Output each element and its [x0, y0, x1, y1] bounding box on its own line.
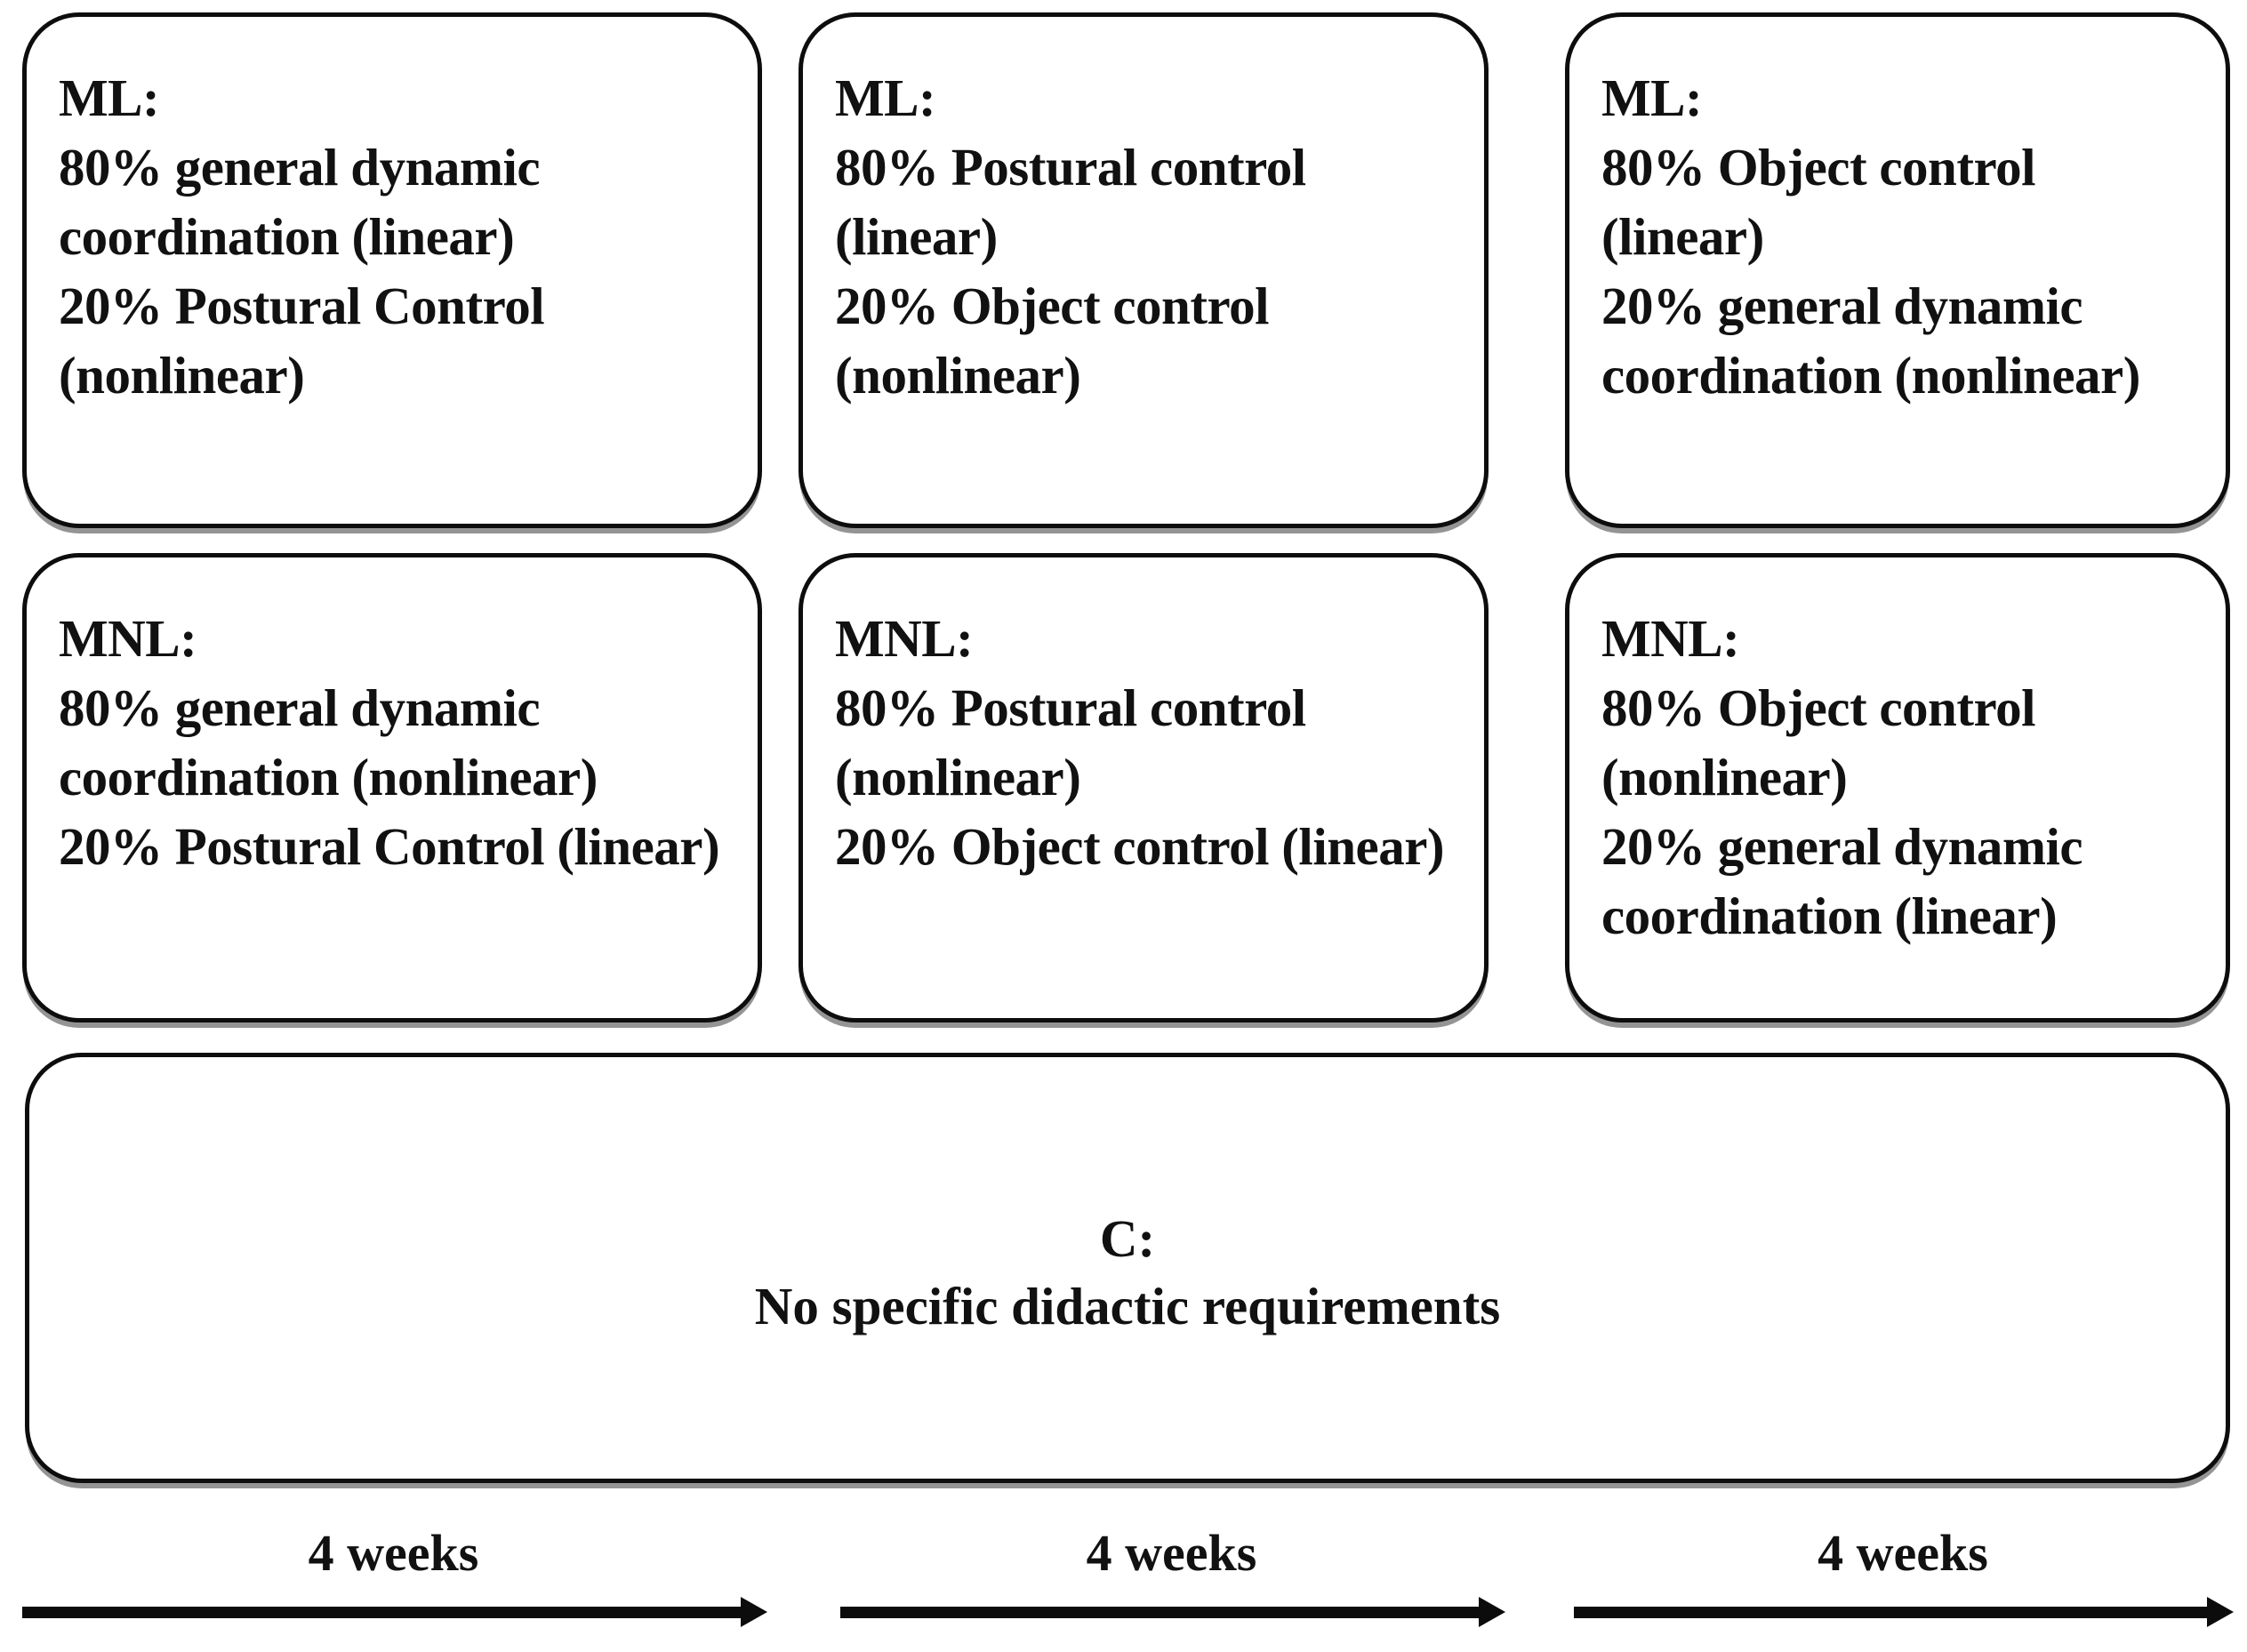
ml-period-3-box: ML: 80% Object control (linear) 20% gene…	[1565, 12, 2230, 528]
ml-period-1-text: ML: 80% general dynamic coordination (li…	[59, 68, 545, 405]
ml-period-3-text: ML: 80% Object control (linear) 20% gene…	[1601, 68, 2140, 405]
arrow-head	[741, 1597, 767, 1627]
timeline-right-arrow-icon-2	[840, 1597, 1505, 1627]
arrow-shaft	[1574, 1607, 2211, 1618]
mnl-period-2-text: MNL: 80% Postural control (nonlinear) 20…	[835, 609, 1445, 876]
timeline-label-period-2: 4 weeks	[1086, 1524, 1257, 1582]
ml-period-1-box: ML: 80% general dynamic coordination (li…	[22, 12, 762, 528]
mnl-period-3-text: MNL: 80% Object control (nonlinear) 20% …	[1601, 609, 2083, 945]
mnl-period-1-box: MNL: 80% general dynamic coordination (n…	[22, 553, 762, 1022]
timeline-right-arrow-icon-3	[1574, 1597, 2234, 1627]
ml-period-2-box: ML: 80% Postural control (linear) 20% Ob…	[798, 12, 1489, 528]
timeline-label-period-1: 4 weeks	[308, 1524, 479, 1582]
control-group-text: C: No specific didactic requirements	[754, 1209, 1501, 1335]
mnl-period-1-text: MNL: 80% general dynamic coordination (n…	[59, 609, 720, 876]
mnl-period-2-box: MNL: 80% Postural control (nonlinear) 20…	[798, 553, 1489, 1022]
arrow-shaft	[840, 1607, 1482, 1618]
control-group-box: C: No specific didactic requirements	[25, 1053, 2230, 1483]
arrow-shaft	[22, 1607, 744, 1618]
timeline-right-arrow-icon-1	[22, 1597, 767, 1627]
arrow-head	[2207, 1597, 2234, 1627]
timeline-label-period-3: 4 weeks	[1818, 1524, 1988, 1582]
ml-period-2-text: ML: 80% Postural control (linear) 20% Ob…	[835, 68, 1306, 405]
arrow-head	[1479, 1597, 1505, 1627]
mnl-period-3-box: MNL: 80% Object control (nonlinear) 20% …	[1565, 553, 2230, 1022]
